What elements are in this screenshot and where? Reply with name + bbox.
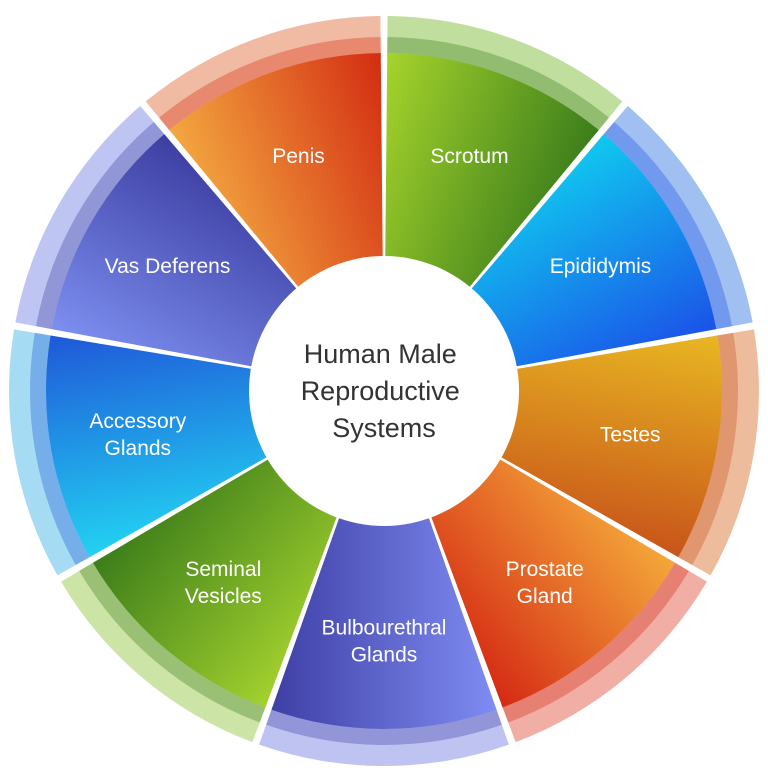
- segment-rim-accessory-glands: [8, 329, 90, 576]
- segment-rim-penis: [145, 16, 381, 131]
- segment-penis: Penis: [145, 16, 383, 295]
- segment-epididymis: Epididymis: [465, 106, 753, 369]
- segment-wedge-accessory-glands: [45, 335, 276, 558]
- segment-label-epididymis: Epididymis: [550, 255, 652, 278]
- segment-label-line: Glands: [105, 437, 172, 460]
- segment-wedge-epididymis: [465, 134, 717, 369]
- center-title-line-2: Reproductive: [301, 376, 460, 406]
- segment-label-line: Vas Deferens: [105, 255, 231, 278]
- segment-rim-prostate-gland: [502, 562, 707, 743]
- segment-label-line: Bulbourethral: [322, 617, 447, 640]
- segment-label-vas-deferens: Vas Deferens: [105, 255, 231, 278]
- segment-label-line: Accessory: [89, 410, 186, 433]
- segment-label-line: Prostate: [506, 558, 584, 581]
- segment-label-line: Vesicles: [185, 585, 262, 608]
- segment-rim-shade-accessory-glands: [29, 332, 94, 566]
- segment-wedge-seminal-vesicles: [92, 454, 341, 708]
- segment-rim-scrotum: [387, 16, 623, 131]
- segment-rim-epididymis: [603, 106, 753, 330]
- segment-wedge-scrotum: [385, 53, 599, 295]
- segment-label-line: Gland: [517, 585, 573, 608]
- segment-label-line: Testes: [600, 423, 661, 446]
- segment-rim-bulbourethral-glands: [259, 709, 509, 767]
- segment-label-line: Seminal: [185, 558, 261, 581]
- segment-label-line: Penis: [272, 145, 325, 168]
- center-hub: [249, 256, 519, 526]
- segment-testes: Testes: [492, 329, 759, 576]
- segment-rim-seminal-vesicles: [61, 562, 266, 743]
- center-title-line-1: Human Male: [304, 339, 457, 369]
- segment-label-line: Glands: [351, 644, 418, 667]
- center-title: Human Male Reproductive Systems: [301, 339, 468, 443]
- segment-label-line: Epididymis: [550, 255, 652, 278]
- segment-label-line: Scrotum: [430, 145, 508, 168]
- segment-wedge-testes: [492, 335, 723, 558]
- segment-rim-testes: [678, 329, 759, 576]
- segment-rim-shade-testes: [674, 332, 738, 566]
- segment-wedge-penis: [169, 53, 383, 295]
- segment-label-testes: Testes: [600, 423, 661, 446]
- segment-wedge-bulbourethral-glands: [271, 508, 497, 729]
- segment-label-penis: Penis: [272, 145, 325, 168]
- segment-label-scrotum: Scrotum: [430, 145, 508, 168]
- segment-vas-deferens: Vas Deferens: [15, 106, 303, 369]
- segment-rim-vas-deferens: [15, 106, 165, 330]
- segment-scrotum: Scrotum: [385, 16, 623, 295]
- segment-wedge-prostate-gland: [427, 454, 676, 708]
- segment-wedge-vas-deferens: [51, 134, 303, 369]
- center-title-line-3: Systems: [332, 413, 436, 443]
